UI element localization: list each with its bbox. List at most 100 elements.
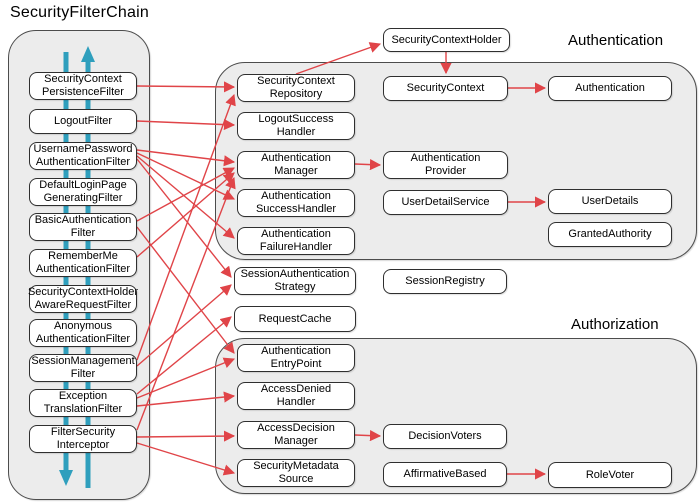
node-label-line: PersistenceFilter bbox=[42, 86, 124, 98]
node-label-line: SuccessHandler bbox=[255, 203, 337, 215]
node-affirmative-based: AffirmativeBased bbox=[383, 462, 507, 487]
node-label-line: LogoutFilter bbox=[53, 115, 113, 127]
node-label-line: SessionAuthentication bbox=[240, 268, 350, 280]
edge-filter-security-interceptor--security-metadata-source bbox=[136, 442, 236, 476]
node-label-line: SessionManagement bbox=[31, 355, 135, 367]
diagram-title: SecurityFilterChain bbox=[10, 4, 149, 21]
edge-username-password-authentication-filter--session-authentication-strategy bbox=[136, 158, 232, 278]
node-label-line: AccessDenied bbox=[260, 383, 332, 395]
node-label-line: GeneratingFilter bbox=[43, 192, 123, 204]
node-label-line: EntryPoint bbox=[270, 358, 322, 370]
node-decision-voters: DecisionVoters bbox=[383, 424, 507, 449]
node-label-line: RoleVoter bbox=[585, 468, 635, 481]
edge-username-password-authentication-filter--authentication-success-handler bbox=[136, 152, 236, 200]
node-label-line: Repository bbox=[269, 88, 323, 100]
edge-filter-security-interceptor--access-decision-manager bbox=[136, 430, 236, 442]
request-flow-arrow-down-head bbox=[59, 470, 73, 486]
node-label-line: SecurityContext bbox=[406, 82, 485, 94]
node-label-line: AffirmativeBased bbox=[403, 468, 487, 480]
node-label-line: Strategy bbox=[274, 281, 316, 293]
node-label-line: Authentication bbox=[261, 190, 331, 202]
edge-remember-me-authentication-filter--authentication-manager bbox=[136, 172, 235, 258]
authorization-section-label: Authorization bbox=[571, 316, 659, 333]
node-label-line: Manager bbox=[274, 165, 318, 177]
node-label-line: UserDetailService bbox=[401, 196, 490, 208]
node-granted-authority: GrantedAuthority bbox=[548, 222, 672, 247]
node-label-line: Authentication bbox=[575, 82, 645, 94]
node-label-line: AuthenticationFilter bbox=[35, 333, 131, 345]
node-request-cache: RequestCache bbox=[234, 306, 356, 332]
node-label-line: UserDetails bbox=[581, 195, 639, 207]
node-label-line: Source bbox=[278, 473, 314, 485]
edge-exception-translation-filter--authentication-entry-point bbox=[136, 357, 236, 399]
edge-exception-translation-filter--request-cache bbox=[136, 316, 232, 395]
node-label-line: FailureHandler bbox=[259, 241, 333, 253]
node-label-line: SecurityMetadata bbox=[253, 460, 339, 472]
node-logout-filter: LogoutFilter bbox=[29, 109, 137, 134]
node-label-line: Filter bbox=[70, 227, 96, 239]
node-label-line: RequestCache bbox=[258, 312, 332, 325]
edge-logout-filter--logout-success-handler bbox=[136, 118, 236, 131]
node-role-voter: RoleVoter bbox=[548, 462, 672, 488]
node-label-line: SecurityContextHolder bbox=[27, 286, 139, 298]
node-label-line: TranslationFilter bbox=[43, 403, 123, 415]
node-label-line: AccessDecision bbox=[257, 422, 335, 434]
edge-username-password-authentication-filter--authentication-failure-handler bbox=[136, 155, 235, 239]
node-label-line: RememberMe bbox=[48, 250, 118, 262]
node-label-line: UsernamePassword bbox=[33, 143, 133, 155]
node-label-line: Authentication bbox=[410, 152, 481, 164]
relationship-arrows bbox=[136, 42, 547, 480]
node-authentication: Authentication bbox=[548, 76, 672, 101]
response-flow-arrow-up-head bbox=[81, 46, 95, 62]
node-label-line: Handler bbox=[276, 126, 316, 138]
node-label-line: SessionRegistry bbox=[405, 275, 485, 287]
node-label-line: AwareRequestFilter bbox=[34, 299, 132, 311]
node-label-line: GrantedAuthority bbox=[568, 228, 652, 240]
node-label-line: FilterSecurity bbox=[50, 426, 116, 438]
edge-basic-authentication-filter--authentication-manager bbox=[136, 167, 235, 222]
edge-filter-security-interceptor--authentication-manager bbox=[136, 176, 236, 431]
edge-exception-translation-filter--access-denied-handler bbox=[136, 391, 236, 407]
node-label-line: SecurityContext bbox=[44, 73, 122, 85]
node-label-line: Exception bbox=[58, 390, 108, 402]
node-user-details: UserDetails bbox=[548, 189, 672, 214]
edge-security-context-repository--security-context-holder bbox=[295, 42, 382, 75]
node-label-line: SecurityContext bbox=[257, 75, 335, 87]
node-label-line: Provider bbox=[425, 165, 466, 177]
node-label-line: Interceptor bbox=[56, 439, 110, 451]
node-label-line: Handler bbox=[276, 396, 316, 408]
node-label-line: LogoutSuccess bbox=[258, 113, 334, 125]
node-label-line: AuthenticationFilter bbox=[35, 263, 131, 275]
node-label-line: Authentication bbox=[261, 228, 331, 240]
node-label-line: Authentication bbox=[261, 152, 331, 164]
node-label-line: AuthenticationFilter bbox=[35, 156, 131, 168]
node-user-detail-service: UserDetailService bbox=[383, 190, 508, 215]
node-label-line: BasicAuthentication bbox=[34, 214, 132, 226]
node-session-registry: SessionRegistry bbox=[383, 269, 507, 294]
edge-access-decision-manager--decision-voters bbox=[354, 430, 382, 442]
node-security-context: SecurityContext bbox=[383, 76, 508, 101]
edge-session-management-filter--session-authentication-strategy bbox=[136, 284, 232, 367]
edge-session-management-filter--security-context-repository bbox=[136, 93, 236, 361]
node-label-line: Manager bbox=[274, 435, 318, 447]
